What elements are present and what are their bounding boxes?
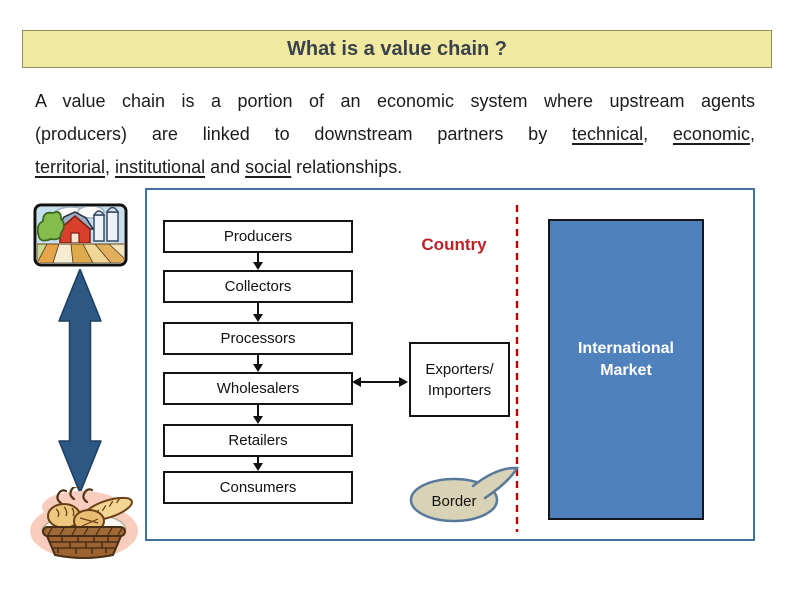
intro-line-1: A value chain is a portion of an economi… [35,91,755,111]
down-arrow-icon [253,253,263,270]
underlined-term-territorial: territorial [35,157,106,177]
farm-clipart-icon [33,203,128,267]
down-arrow-icon [253,355,263,372]
border-label: Border [431,493,476,510]
intro-paragraph: A value chain is a portion of an economi… [35,85,755,184]
down-arrow-icon [253,303,263,322]
chain-box-collectors: Collectors [163,270,353,303]
underlined-term-economic: economic [672,124,750,144]
border-callout-bubble: Border [409,466,520,523]
chain-box-wholesalers: Wholesalers [163,372,353,405]
underlined-term-technical: technical [572,124,644,144]
chain-box-producers: Producers [163,220,353,253]
bread-basket-clipart-icon [30,487,138,559]
slide-title-bar: What is a value chain ? [22,30,772,68]
country-border-dashed-line [515,205,519,532]
intro-line-2: (producers) are linked to downstream par… [35,124,755,144]
vertical-double-arrow-icon [58,269,102,493]
down-arrow-icon [253,405,263,424]
intro-line-3: territorial, institutional and social re… [35,157,403,177]
underlined-term-institutional: institutional [115,157,206,177]
slide-title: What is a value chain ? [286,37,508,60]
chain-box-processors: Processors [163,322,353,355]
double-headed-arrow-icon [352,377,408,387]
country-label: Country [421,235,487,254]
underlined-term-social: social [245,157,292,177]
down-arrow-icon [253,457,263,471]
diagram-frame: Producers Collectors Processors Wholesal… [145,188,755,541]
chain-box-consumers: Consumers [163,471,353,504]
international-market-box: International Market [548,219,704,520]
exporters-importers-box: Exporters/ Importers [409,342,510,417]
chain-box-retailers: Retailers [163,424,353,457]
